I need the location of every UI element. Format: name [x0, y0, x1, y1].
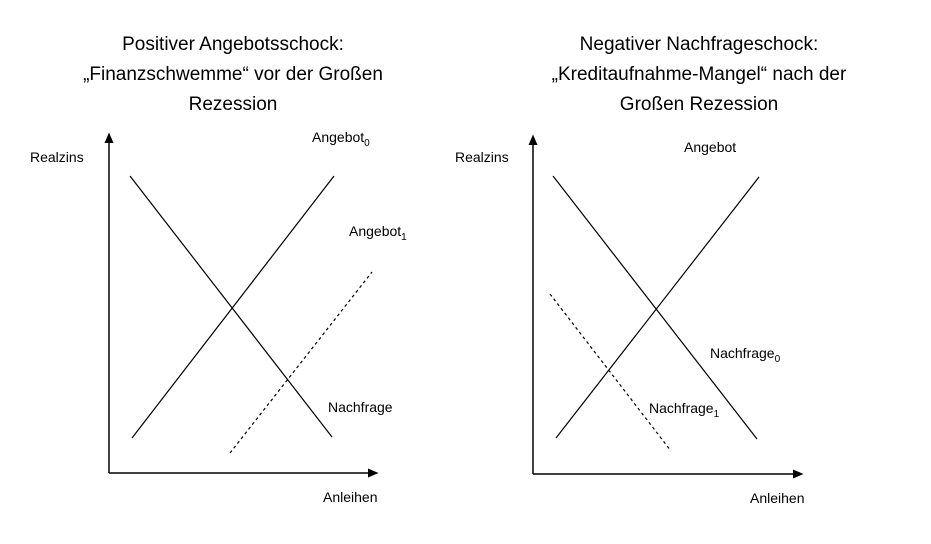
- left-x-axis-label: Anleihen: [323, 489, 378, 505]
- left-supply0-curve: [131, 175, 335, 439]
- left-title-line: Positiver Angebotsschock:: [122, 34, 344, 55]
- left-y-axis-label: Realzins: [30, 149, 84, 165]
- right-panel: Negativer Nachfrageschock: „Kreditaufnah…: [455, 0, 931, 544]
- left-panel: Positiver Angebotsschock: „Finanzschwemm…: [0, 30, 466, 505]
- left-demand-label: Nachfrage: [328, 399, 393, 415]
- left-supply1-label-text: Angebot: [349, 223, 402, 239]
- right-title-line: „Kreditaufnahme-Mangel“ nach der: [551, 64, 847, 85]
- right-supply-curve: [555, 176, 760, 439]
- right-title: Negativer Nachfrageschock: „Kreditaufnah…: [466, 30, 931, 120]
- right-demand0-label-sub: 0: [774, 353, 781, 365]
- right-supply-label: Angebot: [684, 139, 737, 155]
- right-demand0-label: Nachfrage0: [710, 345, 780, 365]
- left-supply1-label-sub: 1: [401, 231, 407, 243]
- left-supply0-label-sub: 0: [364, 137, 370, 149]
- left-supply1-curve: [229, 271, 373, 454]
- right-y-axis-label: Realzins: [455, 149, 509, 165]
- left-demand-curve: [129, 175, 333, 438]
- left-title: Positiver Angebotsschock: „Finanzschwemm…: [0, 30, 466, 120]
- right-x-axis-label: Anleihen: [750, 490, 805, 506]
- right-demand0-label-text: Nachfrage: [710, 345, 775, 361]
- right-demand1-label-text: Nachfrage: [649, 400, 714, 416]
- right-demand1-label: Nachfrage1: [649, 400, 719, 420]
- left-title-line: Rezession: [188, 94, 278, 115]
- left-supply1-label: Angebot1: [349, 223, 407, 243]
- right-demand1-label-sub: 1: [713, 408, 720, 420]
- left-title-line: „Finanzschwemme“ vor der Großen: [83, 64, 383, 85]
- left-supply0-label: Angebot0: [312, 129, 370, 149]
- right-title-line: Negativer Nachfrageschock:: [579, 34, 819, 55]
- right-title-line: Großen Rezession: [619, 94, 779, 115]
- left-supply0-label-text: Angebot: [312, 129, 365, 145]
- right-demand0-curve: [552, 175, 758, 440]
